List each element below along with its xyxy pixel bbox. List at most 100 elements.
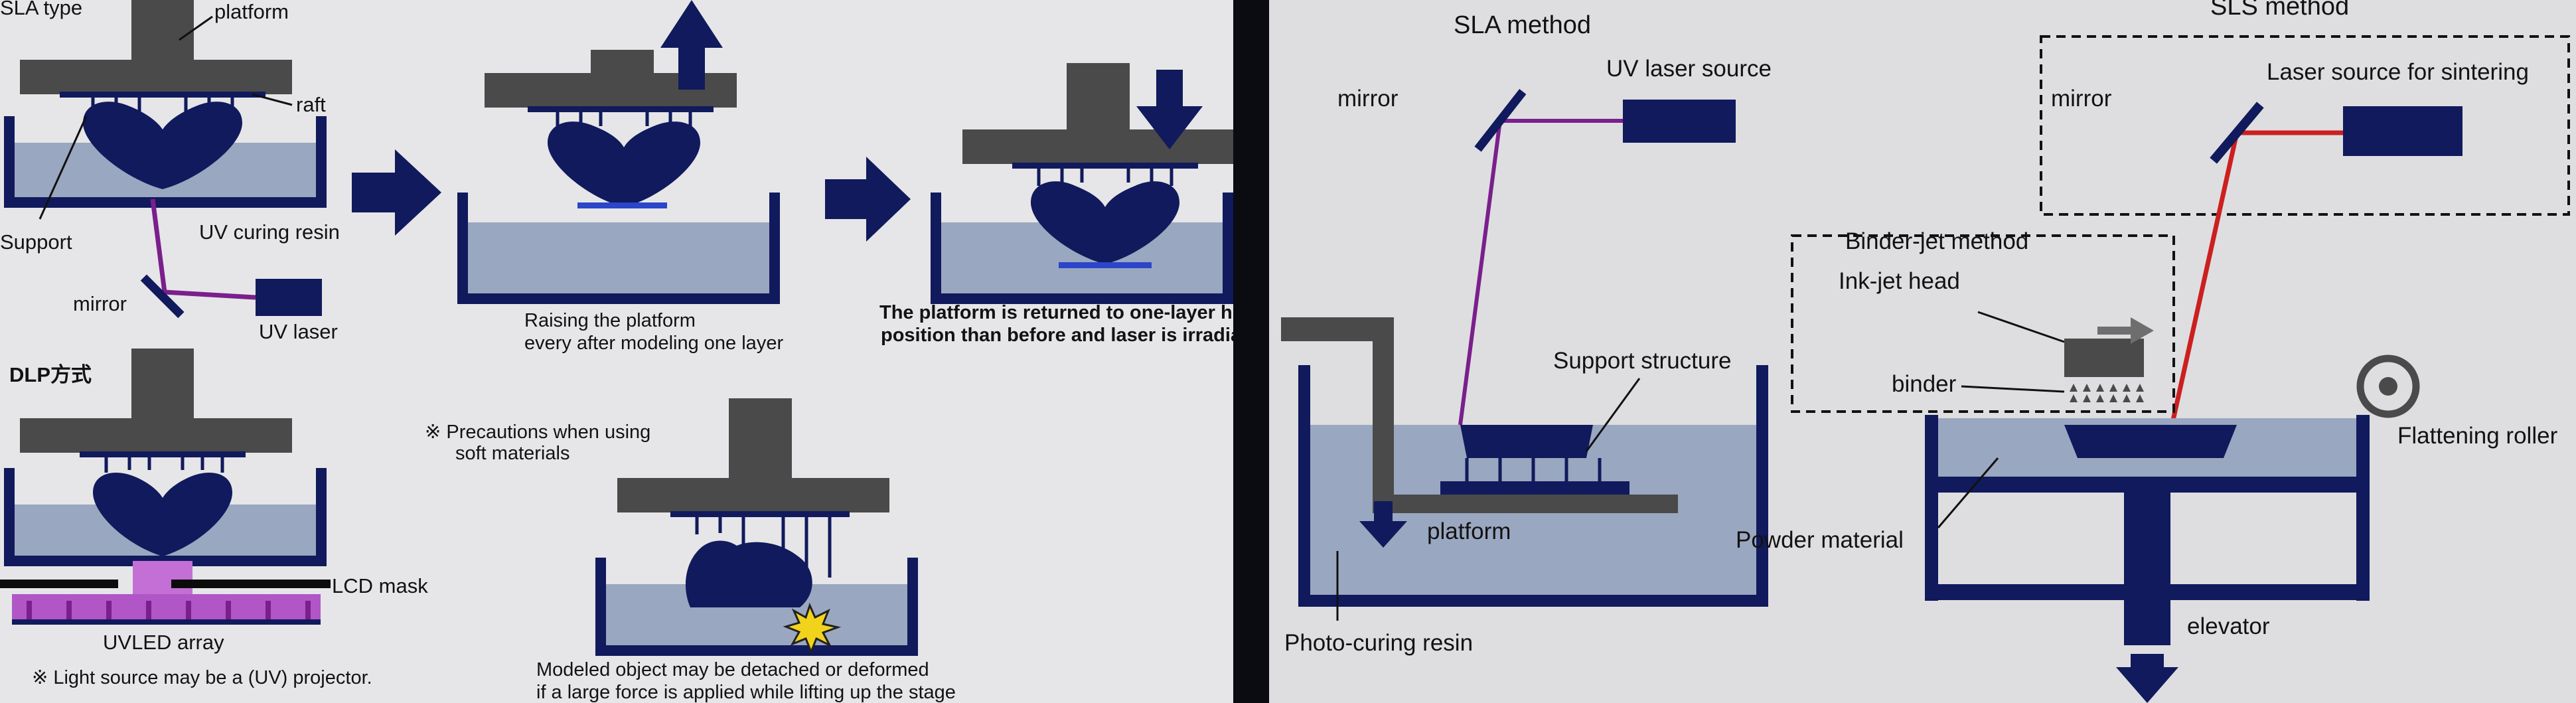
elevator-shaft	[2124, 493, 2170, 645]
uv-laser-source-box	[1623, 100, 1736, 143]
step2-cured-layer	[577, 202, 667, 208]
sla-method-model	[1460, 425, 1593, 458]
powder-build-plate	[1932, 477, 2363, 493]
left-panel: SLA type platform raft Support UV curing…	[0, 0, 1280, 703]
precaution-support-pins	[695, 517, 832, 578]
sls-method: SLS method Laser source for sintering mi…	[1736, 0, 2570, 703]
leader-support	[38, 116, 88, 220]
leader-binder	[1961, 385, 2065, 393]
precautions-line-2: soft materials	[455, 443, 569, 464]
leader-platform	[179, 15, 213, 41]
sla-method: SLA method UV laser source mirror Suppor…	[1281, 11, 1772, 656]
label-laser-source-sintering: Laser source for sintering	[2267, 59, 2529, 85]
sla-type-title: SLA type	[0, 0, 82, 19]
precautions-line-1: ※ Precautions when using	[425, 422, 650, 443]
sla-step-2: Raising the platform every after modelin…	[457, 0, 783, 354]
step2-up-arrow	[660, 0, 723, 90]
sls-mirror	[2210, 102, 2264, 164]
step3-vat	[931, 193, 1233, 304]
step3-cured-layer	[1059, 262, 1152, 268]
sla-method-beam-vertical	[1458, 120, 1502, 426]
precaution-vat	[595, 558, 918, 656]
sls-dashed-box	[2040, 35, 2570, 216]
step2-raft	[528, 106, 714, 112]
label-flattening-roller: Flattening roller	[2397, 423, 2558, 449]
label-uv-curing-resin: UV curing resin	[199, 220, 340, 244]
sla-platform-stem	[131, 0, 194, 66]
inkjet-head-box	[2064, 339, 2144, 377]
binder-jet-dashed-box	[1791, 234, 2175, 413]
dlp-heart-object	[93, 472, 232, 556]
step2-heart-object	[548, 121, 700, 207]
sla-uv-beam-2	[164, 289, 256, 300]
dlp-method: DLP方式 LCD mask UVLED	[0, 349, 428, 688]
step3-caption-2: position than before and laser is irradi…	[881, 325, 1270, 346]
sla-method-vat	[1298, 365, 1768, 607]
sla-method-platform-plate	[1373, 495, 1678, 513]
precaution-burst-icon	[783, 602, 842, 655]
label-photo-curing-resin: Photo-curing resin	[1284, 630, 1473, 656]
label-support: Support	[0, 230, 72, 254]
dlp-platform-stem	[131, 349, 194, 422]
dlp-light-column	[133, 561, 192, 594]
step-arrow-2	[825, 157, 911, 242]
sla-mirror	[140, 274, 185, 319]
light-source-note: ※ Light source may be a (UV) projector.	[32, 667, 372, 688]
label-powder-material: Powder material	[1736, 527, 1904, 553]
panel-divider	[1233, 0, 1269, 703]
step3-heart-object	[1031, 181, 1179, 264]
dlp-raft	[80, 451, 246, 457]
step3-raft	[1012, 163, 1198, 169]
label-mirror-sls: mirror	[2051, 86, 2112, 112]
label-raft: raft	[296, 93, 326, 116]
dlp-support-pins	[104, 457, 224, 473]
sla-vat	[4, 116, 327, 208]
step2-caption-2: every after modeling one layer	[524, 333, 783, 354]
sla-method-down-arrow	[1359, 501, 1407, 548]
step3-support-pins	[1037, 169, 1174, 186]
dlp-lcd-mask-left	[0, 580, 118, 588]
sla-step-3: The platform is returned to one-layer hi…	[879, 63, 1280, 346]
label-binder-jet-method: Binder-jet method	[1845, 228, 2028, 254]
sla-method-mirror	[1474, 88, 1527, 152]
label-mirror-sla: mirror	[1337, 86, 1399, 112]
dlp-platform-plate	[20, 418, 292, 453]
sla-raft	[60, 92, 265, 98]
leader-powder-material	[1937, 457, 1999, 528]
label-lcd-mask: LCD mask	[332, 574, 428, 597]
label-support-structure: Support structure	[1553, 348, 1731, 374]
label-inkjet-head: Ink-jet head	[1839, 268, 1960, 294]
flattening-roller-hub	[2379, 377, 2397, 396]
sla-heart-object	[83, 102, 242, 189]
step2-vat	[457, 193, 780, 304]
precaution-deformed-object	[685, 540, 812, 607]
label-uv-laser-source: UV laser source	[1606, 56, 1772, 82]
powder-vat	[1925, 415, 2370, 601]
leader-inkjet-head	[1977, 311, 2065, 343]
label-uv-laser: UV laser	[259, 320, 338, 343]
label-binder: binder	[1892, 371, 1957, 397]
sls-laser-source-box	[2343, 106, 2462, 156]
sintered-part	[2064, 425, 2237, 458]
detached-line-2: if a large force is applied while liftin…	[536, 682, 956, 703]
dlp-lcd-mask-right	[171, 580, 331, 588]
flattening-roller	[2356, 354, 2420, 418]
label-mirror-left: mirror	[73, 292, 127, 315]
leader-raft	[252, 93, 293, 106]
dlp-led-base	[12, 619, 321, 625]
step2-resin	[463, 222, 775, 299]
sla-step-1: SLA type platform raft Support UV curing…	[0, 0, 340, 343]
sla-uv-beam	[150, 198, 167, 293]
step2-caption-1: Raising the platform	[524, 310, 696, 331]
label-elevator: elevator	[2187, 613, 2270, 639]
precaution-platform-stem	[729, 398, 792, 481]
precaution-platform-plate	[617, 478, 889, 512]
sla-uv-laser-box	[256, 279, 322, 316]
step-arrow-1	[352, 149, 441, 236]
leader-support-structure	[1585, 378, 1641, 452]
precautions: ※ Precautions when using soft materials …	[425, 398, 956, 703]
step3-platform-plate	[962, 129, 1235, 164]
sla-method-support-base	[1440, 481, 1629, 495]
sls-method-title: SLS method	[2210, 0, 2349, 21]
